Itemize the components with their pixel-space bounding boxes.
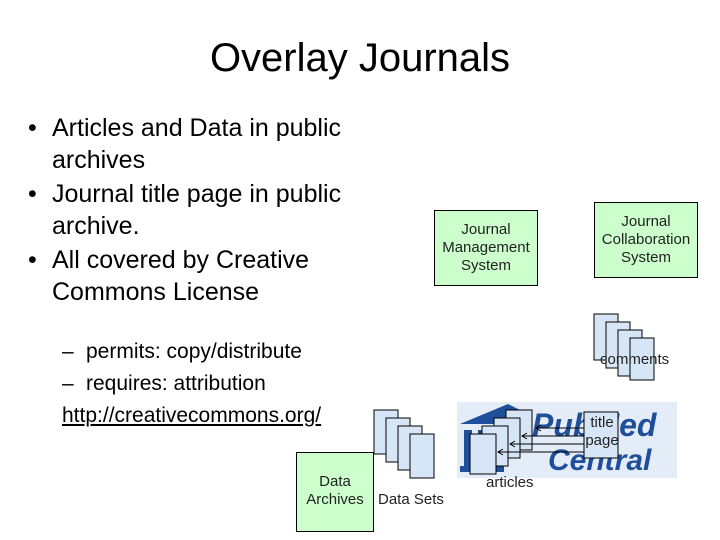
data-sets-doc-stack — [373, 409, 435, 479]
slide-title: Overlay Journals — [209, 36, 511, 80]
comments-doc-stack — [593, 313, 655, 381]
sub-bullet-list: permits: copy/distribute requires: attri… — [62, 336, 302, 400]
bullet-list: Articles and Data in public archives Jou… — [28, 112, 388, 310]
creative-commons-link[interactable]: http://creativecommons.org/ — [62, 404, 322, 427]
sub-bullet-item: permits: copy/distribute — [62, 336, 302, 368]
bullet-item: All covered by Creative Commons License — [28, 244, 388, 308]
data-archives-label: Data Archives — [306, 473, 364, 508]
sub-bullet-item: requires: attribution — [62, 368, 302, 400]
journal-collaboration-system-label: Journal Collaboration System — [601, 213, 691, 266]
articles-label: articles — [486, 474, 534, 491]
comments-label: comments — [600, 351, 670, 368]
data-archives-box: Data Archives — [296, 452, 374, 532]
title-page-label: title page — [585, 414, 619, 449]
journal-management-system-box: Journal Management System — [434, 210, 538, 286]
articles-doc-stack — [469, 409, 533, 475]
data-sets-label: Data Sets — [378, 491, 444, 508]
title-page-doc — [583, 411, 619, 459]
journal-collaboration-system-box: Journal Collaboration System — [594, 202, 698, 278]
bullet-item: Journal title page in public archive. — [28, 178, 388, 242]
bullet-item: Articles and Data in public archives — [28, 112, 388, 176]
journal-management-system-label: Journal Management System — [442, 221, 530, 274]
link-arrows — [497, 424, 584, 456]
